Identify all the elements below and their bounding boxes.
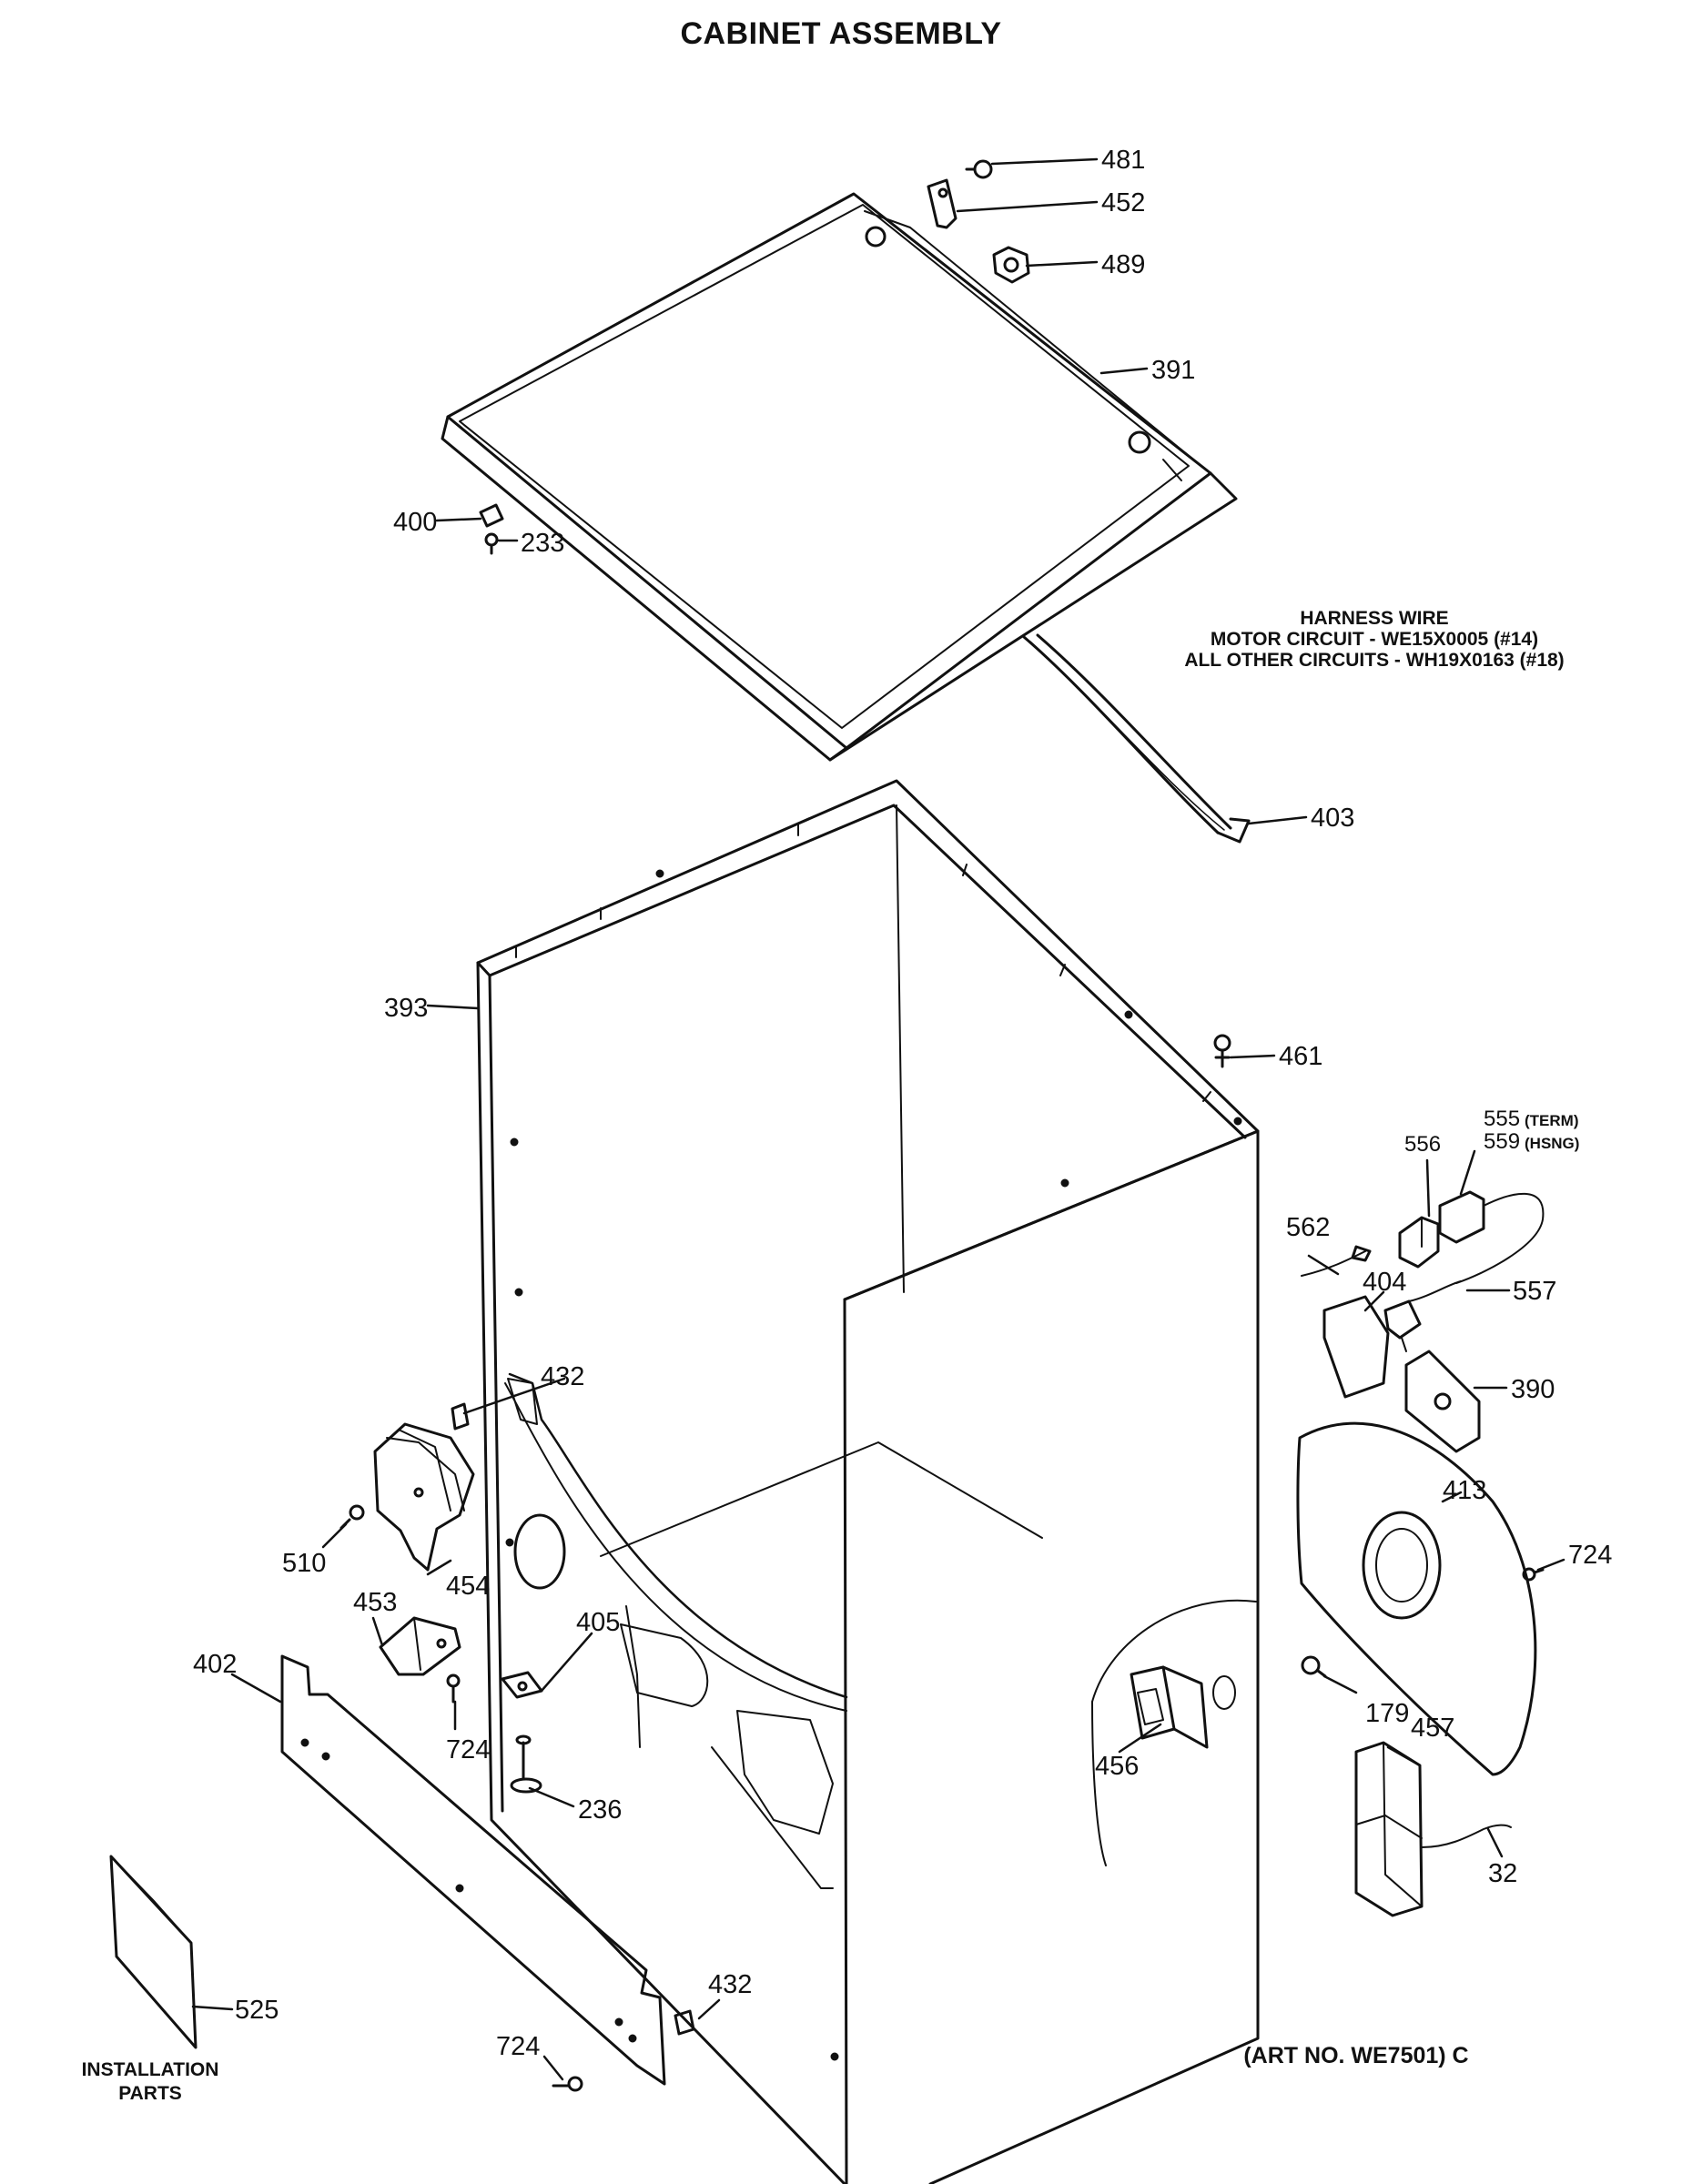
callout-489: 489: [1101, 250, 1145, 279]
harness-wire-note: HARNESS WIRE MOTOR CIRCUIT - WE15X0005 (…: [1138, 608, 1611, 671]
page-title: CABINET ASSEMBLY: [680, 16, 1002, 51]
power-cord-plug-557: [1383, 1280, 1462, 1352]
callout-432-bottom: 432: [708, 1970, 752, 1999]
wire-32: [1421, 1824, 1512, 1848]
clip-432-top: [451, 1402, 470, 1431]
envelope-525: [109, 1855, 198, 2049]
callout-556: 556: [1404, 1132, 1441, 1157]
callout-457: 457: [1411, 1714, 1454, 1743]
clip-432-bottom: [674, 2009, 695, 2036]
callout-179: 179: [1365, 1699, 1409, 1728]
callout-525: 525: [235, 1996, 279, 2025]
clip-400: [479, 503, 504, 528]
harness-note-line1: HARNESS WIRE: [1300, 608, 1449, 629]
callout-393: 393: [384, 994, 428, 1023]
toe-kick-panel-402: [280, 1654, 666, 2086]
callout-453: 453: [353, 1588, 397, 1617]
screw-724-right: [1522, 1567, 1545, 1582]
screw-724-mid: [446, 1673, 461, 1704]
callout-403: 403: [1311, 804, 1354, 833]
callout-390: 390: [1511, 1375, 1555, 1404]
callout-461: 461: [1279, 1042, 1322, 1071]
harness-note-line2: MOTOR CIRCUIT - WE15X0005 (#14): [1210, 629, 1539, 650]
screw-179: [1301, 1655, 1327, 1678]
callout-400: 400: [393, 508, 437, 537]
rear-panel-413: [1296, 1421, 1537, 1776]
callout-402: 402: [193, 1650, 237, 1679]
nut-489: [992, 246, 1030, 284]
screw-233: [484, 532, 499, 555]
cabinet-393: [476, 779, 1260, 2184]
callout-405: 405: [576, 1608, 620, 1637]
screw-724-bottom: [552, 2076, 583, 2092]
callout-510: 510: [282, 1549, 326, 1578]
callout-724-mid: 724: [446, 1735, 490, 1764]
callout-481: 481: [1101, 146, 1145, 175]
callout-391: 391: [1151, 356, 1195, 385]
callout-233: 233: [521, 529, 564, 558]
callout-557: 557: [1513, 1277, 1556, 1306]
callout-452: 452: [1101, 188, 1145, 217]
harness-note-line3: ALL OTHER CIRCUITS - WH19X0163 (#18): [1184, 650, 1565, 671]
callout-559-hsng: (HSNG): [1525, 1135, 1579, 1152]
installation-parts-note: INSTALLATION PARTS: [64, 2058, 237, 2106]
block-457: [1354, 1741, 1424, 1917]
callout-432-top: 432: [541, 1362, 584, 1391]
callout-454: 454: [446, 1572, 490, 1601]
strain-relief-plate-404: [1322, 1295, 1390, 1399]
callout-456: 456: [1095, 1752, 1139, 1781]
callout-555: 555: [1484, 1107, 1520, 1131]
callout-404: 404: [1363, 1268, 1406, 1297]
callout-236: 236: [578, 1795, 622, 1825]
callout-724-bottom: 724: [496, 2032, 540, 2061]
callout-413: 413: [1443, 1476, 1486, 1505]
callout-562: 562: [1286, 1213, 1330, 1242]
leader-lines: [191, 157, 1565, 2081]
leveling-leg-236: [510, 1734, 542, 1794]
top-panel-391: [441, 192, 1238, 762]
bracket-452: [927, 178, 958, 229]
callout-555-term: (TERM): [1525, 1112, 1578, 1129]
wire-562: [1301, 1245, 1372, 1277]
art-number: (ART NO. WE7501) C: [1243, 2043, 1469, 2068]
callout-labels: 481 452 489 391 400 233 403 393 461 555 …: [193, 146, 1612, 2061]
terminal-block-556: [1398, 1216, 1440, 1269]
harness-wire-403: [1022, 633, 1251, 844]
installation-note-line1: INSTALLATION: [81, 2059, 219, 2080]
bracket-453: [379, 1616, 461, 1676]
screw-481: [965, 159, 993, 179]
terminal-plate-390: [1404, 1350, 1481, 1453]
bracket-405: [501, 1671, 543, 1699]
callout-724-right: 724: [1568, 1541, 1612, 1570]
callout-559: 559: [1484, 1129, 1520, 1154]
terminal-housing-555-559: [1438, 1190, 1545, 1284]
screw-461: [1213, 1034, 1231, 1068]
installation-note-line2: PARTS: [118, 2083, 182, 2104]
hinge-bracket-454: [373, 1422, 475, 1572]
callout-32: 32: [1488, 1859, 1517, 1888]
